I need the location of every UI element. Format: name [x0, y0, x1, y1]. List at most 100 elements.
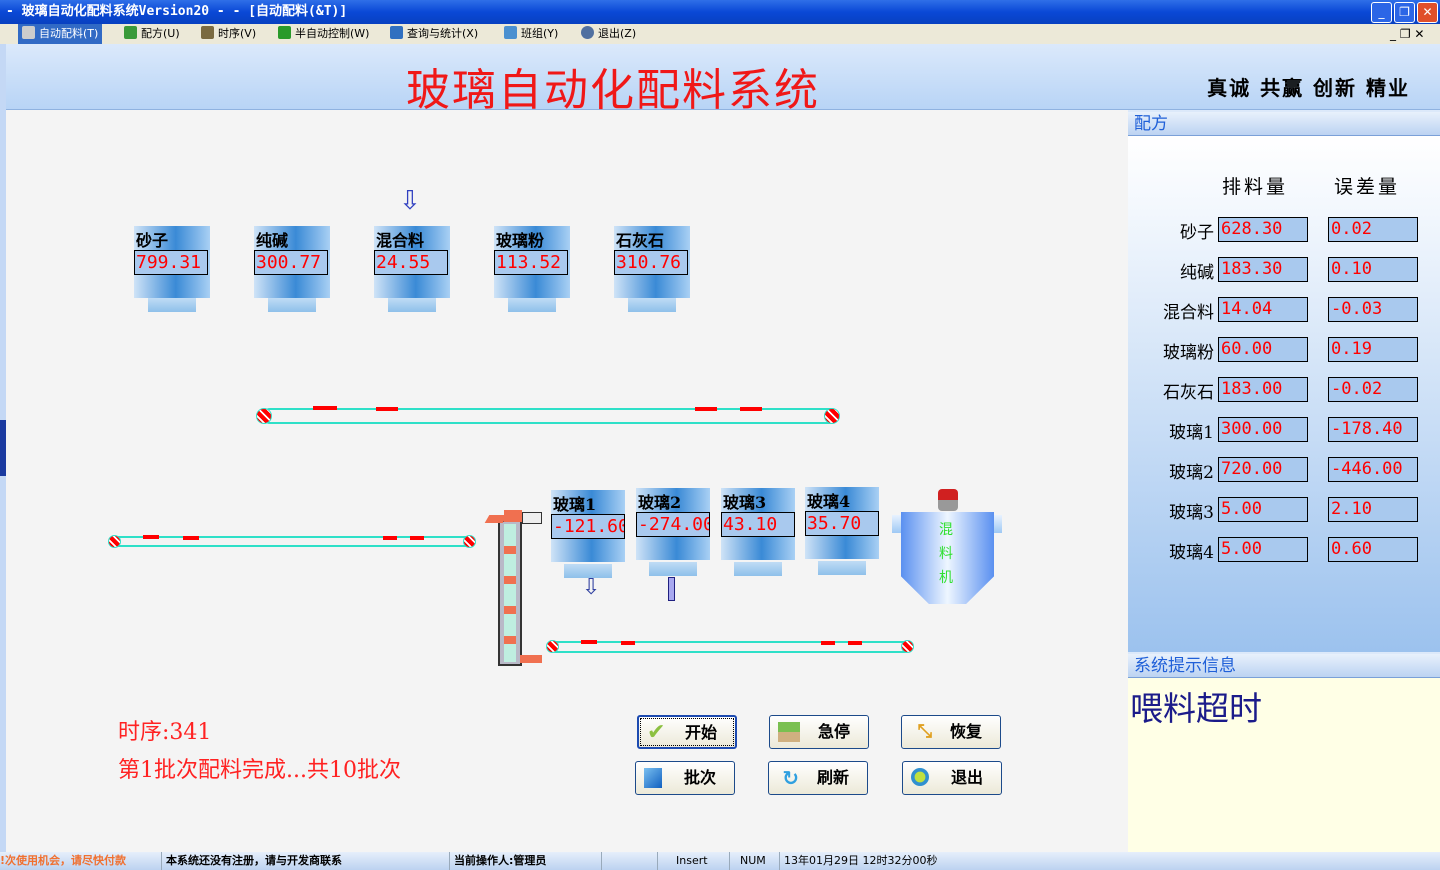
down-arrow-icon: ⇩: [399, 186, 421, 216]
batch-button[interactable]: 批次: [635, 761, 735, 795]
silo-neck: [564, 564, 612, 578]
silo-value: 300.77: [254, 250, 328, 275]
recipe-error-field[interactable]: 2.10: [1328, 497, 1418, 522]
material-mark: [183, 536, 199, 540]
material-mark: [376, 407, 398, 411]
silo-neck: [818, 561, 866, 575]
recipe-amount-field[interactable]: 183.00: [1218, 377, 1308, 402]
emergency-stop-button[interactable]: 急停: [769, 715, 869, 749]
exit-button[interactable]: 退出: [902, 761, 1002, 795]
recipe-amount-field[interactable]: 60.00: [1218, 337, 1308, 362]
exit-icon: [581, 26, 594, 39]
silo-neck: [649, 562, 697, 576]
resume-button[interactable]: ⤡ 恢复: [901, 715, 1001, 749]
silo-label: 玻璃粉: [496, 231, 545, 250]
recipe-amount-field[interactable]: 5.00: [1218, 537, 1308, 562]
app-title: 玻璃自动化配料系统: [406, 65, 820, 116]
silo-label: 玻璃1: [553, 495, 597, 514]
mdi-controls[interactable]: _ ❐ ✕: [1390, 27, 1425, 41]
button-label: 恢复: [949, 722, 982, 741]
error-column-header: 误差量: [1334, 176, 1401, 198]
operator-status: 当前操作人:管理员: [450, 852, 602, 870]
recipe-amount-field[interactable]: 5.00: [1218, 497, 1308, 522]
recipe-error-field[interactable]: 0.19: [1328, 337, 1418, 362]
system-message: 喂料超时: [1130, 689, 1262, 728]
silo-label: 玻璃3: [723, 493, 767, 512]
silo-value: -274.00: [636, 512, 710, 537]
batch-status-text: 第1批次配料完成...共10批次: [118, 758, 401, 783]
roller: [901, 640, 914, 653]
recipe-error-field[interactable]: 0.10: [1328, 257, 1418, 282]
recipe-amount-field[interactable]: 628.30: [1218, 217, 1308, 242]
recipe-row-label: 玻璃3: [1169, 503, 1214, 523]
refresh-button[interactable]: ↻刷新: [768, 761, 868, 795]
recipe-error-field[interactable]: -178.40: [1328, 417, 1418, 442]
material-mark: [740, 407, 762, 411]
button-label: 批次: [683, 768, 716, 787]
menu-shift[interactable]: 班组(Y): [500, 24, 562, 44]
discharge-arrow-icon: ⇩: [582, 575, 601, 600]
menu-label: 半自动控制(W): [295, 27, 370, 40]
menu-query[interactable]: 查询与统计(X): [386, 24, 482, 44]
recipe-row-label: 玻璃1: [1169, 423, 1214, 443]
registration-notice: 本系统还没有注册，请与开发商联系: [162, 852, 450, 870]
side-handle[interactable]: [0, 420, 6, 476]
hand-icon: [778, 722, 800, 742]
material-mark: [821, 641, 835, 645]
recipe-error-field[interactable]: 0.02: [1328, 217, 1418, 242]
datetime-status: 13年01月29日 12时32分00秒: [784, 854, 938, 867]
minimize-button[interactable]: _: [1371, 2, 1392, 23]
silo-neck: [628, 298, 676, 312]
material-mark: [695, 407, 717, 411]
recipe-amount-field[interactable]: 300.00: [1218, 417, 1308, 442]
shift-icon: [504, 26, 517, 39]
amount-column-header: 排料量: [1222, 176, 1289, 198]
resume-arrows-icon: ⤡: [917, 721, 932, 742]
recipe-row-label: 玻璃4: [1169, 543, 1214, 563]
elevator-outlet: [520, 655, 542, 663]
menu-recipe[interactable]: 配方(U): [120, 24, 184, 44]
recipe-amount-field[interactable]: 720.00: [1218, 457, 1308, 482]
elevator-head: [504, 510, 522, 522]
restore-button[interactable]: ❐: [1394, 2, 1415, 23]
close-button[interactable]: ✕: [1417, 2, 1438, 23]
mixer: [901, 512, 994, 604]
recipe-error-field[interactable]: 0.60: [1328, 537, 1418, 562]
menu-label: 自动配料(T): [39, 27, 99, 40]
start-button[interactable]: ✔开始: [637, 715, 737, 749]
bucket-elevator: [498, 520, 522, 666]
recipe-amount-field[interactable]: 14.04: [1218, 297, 1308, 322]
silo-value: -121.60: [551, 514, 625, 539]
menu-label: 时序(V): [218, 27, 257, 40]
roller: [824, 408, 840, 424]
silo-neck: [148, 298, 196, 312]
recipe-icon: [124, 26, 137, 39]
recipe-amount-field[interactable]: 183.30: [1218, 257, 1308, 282]
material-mark: [621, 641, 635, 645]
roller: [463, 535, 476, 548]
title-bar: - 玻璃自动化配料系统Version20 - - [自动配料(&T)]: [0, 0, 1440, 24]
button-label: 开始: [684, 723, 717, 742]
silo-label: 砂子: [136, 231, 169, 250]
recipe-error-field[interactable]: -0.02: [1328, 377, 1418, 402]
recipe-error-field[interactable]: -446.00: [1328, 457, 1418, 482]
material-mark: [410, 536, 424, 540]
recipe-row-label: 石灰石: [1163, 383, 1214, 403]
batch-icon: [644, 768, 662, 788]
menu-label: 退出(Z): [598, 27, 637, 40]
menu-auto-batching[interactable]: 自动配料(T): [18, 24, 103, 44]
recipe-error-field[interactable]: -0.03: [1328, 297, 1418, 322]
menu-exit[interactable]: 退出(Z): [577, 24, 640, 44]
menu-semi-auto[interactable]: 半自动控制(W): [274, 24, 373, 44]
recipe-row-label: 砂子: [1180, 223, 1214, 243]
menu-sequence[interactable]: 时序(V): [197, 24, 260, 44]
silo-value: 799.31: [134, 250, 208, 275]
